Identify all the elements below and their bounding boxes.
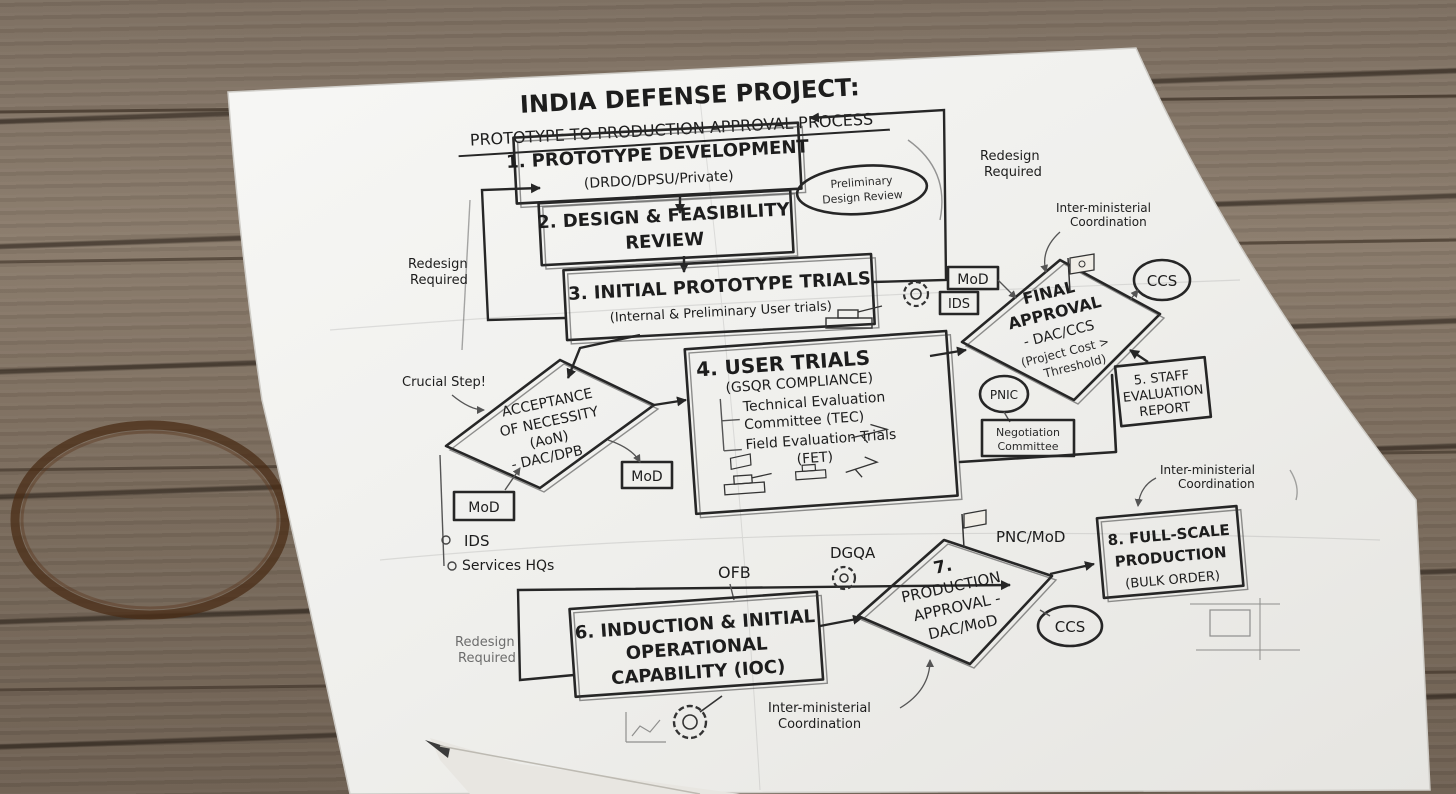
connector-final-down [958, 373, 1118, 464]
step-5-line-3: REPORT [1139, 400, 1192, 420]
ids-left-label: IDS [464, 532, 490, 550]
negotiation-line-1: Negotiation [996, 426, 1060, 439]
redesign-bottom-2: Required [458, 651, 516, 666]
redesign-right-1: Redesign [980, 149, 1040, 164]
arrow-intermin-bottom [899, 659, 934, 709]
pnic-text: PNIC [990, 388, 1018, 402]
aon-line-3: (AoN) [528, 428, 570, 452]
redesign-loop-right [809, 108, 948, 284]
intermin-top-1: Inter-ministerial [1056, 201, 1151, 215]
intermin-mid-2: Coordination [1178, 477, 1255, 491]
step-5-box: 5. STAFF EVALUATION REPORT [1113, 355, 1213, 428]
tank-icon [723, 472, 772, 496]
pnc-mod-label: PNC/MoD [996, 528, 1065, 546]
redesign-loop-left [480, 183, 566, 322]
redesign-right-2: Required [984, 165, 1042, 180]
mod-left-text: MoD [468, 500, 499, 516]
fet-line-2: (FET) [796, 449, 833, 467]
arrow-4-to-final [929, 346, 967, 358]
step-2-line-2: REVIEW [625, 229, 705, 254]
arrow-aon-to-4 [653, 396, 687, 407]
note-line-1: Preliminary [830, 174, 893, 191]
jet-icon [851, 423, 890, 444]
flag-icon [729, 453, 752, 471]
redesign-left-2: Required [410, 273, 468, 288]
intermin-bottom-2: Coordination [778, 717, 861, 732]
gear-icon-dgqa [831, 565, 857, 591]
gear-target-icon [672, 695, 723, 740]
intermin-top-2: Coordination [1070, 215, 1147, 229]
mod-top-text: MoD [957, 272, 988, 288]
ccs-tag-bottom: CCS [1036, 604, 1104, 648]
arrow-intermin-mid [1134, 477, 1157, 507]
negotiation-line-2: Committee [997, 440, 1058, 453]
coffee-stain [10, 420, 290, 620]
ofb-label: OFB [718, 563, 751, 582]
intermin-bottom-1: Inter-ministerial [768, 701, 871, 716]
flag-icon-step7 [961, 509, 987, 549]
mod-tag-top: MoD [946, 265, 1000, 291]
redesign-left-1: Redesign [408, 257, 468, 272]
arrow-intermin-top [1040, 231, 1061, 273]
ccs-tag-top: CCS [1132, 258, 1192, 302]
arrow-crucial [451, 394, 485, 414]
blueprint-doodle [1190, 598, 1300, 660]
gear-icon [902, 280, 930, 308]
redesign-loop-bottom [516, 580, 1011, 682]
negotiation-committee-box: Negotiation Committee [980, 418, 1076, 458]
chart-doodle [625, 712, 666, 743]
tank-icon-top [825, 305, 883, 329]
services-label: Services HQs [462, 558, 554, 574]
step-5-line-1: 5. STAFF [1133, 368, 1190, 389]
intermin-mid-1: Inter-ministerial [1160, 463, 1255, 477]
aon-diamond: ACCEPTANCE OF NECESSITY (AoN) - DAC/DPB [444, 358, 660, 493]
mod-tag-left: MoD [452, 490, 516, 522]
ids-tag-top: IDS [938, 290, 980, 316]
paper-creases [329, 99, 1381, 791]
ccs-top-text: CCS [1147, 272, 1177, 290]
step-7-line-1: 7. [932, 555, 954, 578]
arrow-6-to-7 [819, 614, 863, 628]
step-6-box: 6. INDUCTION & INITIAL OPERATIONAL CAPAB… [568, 590, 829, 702]
tank-icon-2 [794, 463, 827, 481]
redesign-bottom-1: Redesign [455, 635, 515, 650]
dgqa-label: DGQA [830, 544, 876, 562]
arrow-5-to-final [1129, 349, 1149, 363]
note-line-2: Design Review [822, 188, 903, 207]
jet-icon-2 [845, 456, 879, 478]
mod-tag-aon: MoD [620, 460, 674, 490]
pencil [425, 738, 740, 794]
ccs-bottom-text: CCS [1055, 618, 1085, 636]
mod-aon-text: MoD [631, 469, 662, 485]
flag-icon-final [1067, 253, 1095, 293]
step-1-sub: (DRDO/DPSU/Private) [584, 168, 734, 192]
paper-sheet [227, 47, 1431, 794]
crucial-step-label: Crucial Step! [402, 375, 486, 390]
ids-top-text: IDS [948, 297, 970, 312]
preliminary-design-note: Preliminary Design Review [795, 164, 929, 216]
arrow-7-to-8 [1049, 561, 1095, 576]
